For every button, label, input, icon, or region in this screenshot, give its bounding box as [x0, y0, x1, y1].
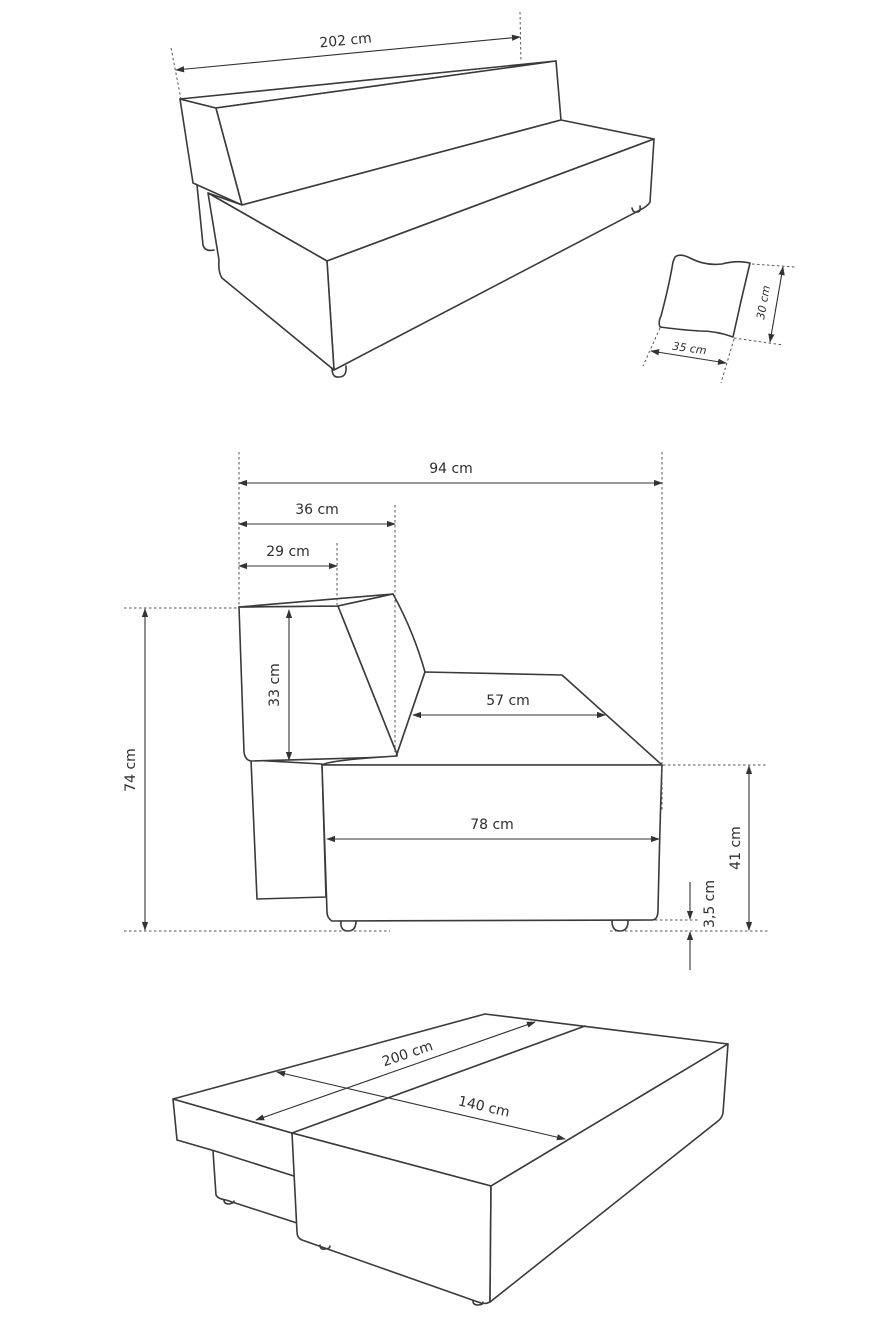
- dim-74-label: 74 cm: [123, 748, 139, 792]
- dim-3-5-label: 3,5 cm: [702, 880, 718, 928]
- profile-seat-base: [321, 764, 663, 922]
- bed-leg-2: [319, 1244, 331, 1250]
- bed-front-face: [291, 1132, 492, 1305]
- sofa-leg-right: [631, 205, 641, 213]
- dim-30-label: 30 cm: [754, 284, 773, 320]
- pillow-view: 30 cm 35 cm: [642, 254, 796, 384]
- profile-leg-front: [340, 920, 357, 932]
- dim-36-label: 36 cm: [295, 502, 339, 518]
- dim-35-arrow: [650, 349, 727, 365]
- dim-33-label: 33 cm: [267, 663, 283, 707]
- bed-leg-1: [223, 1199, 235, 1205]
- dim-30-ext-top: [751, 263, 796, 268]
- dim-78-label: 78 cm: [470, 817, 514, 833]
- dim-57-label: 57 cm: [486, 693, 530, 709]
- dim-30-arrow: [768, 266, 785, 343]
- sofa-seat-side: [207, 192, 335, 371]
- sofa-perspective-view: 202 cm: [170, 11, 655, 378]
- side-profile-view: 94 cm 36 cm 29 cm 33 cm 74 cm 57 cm 78 c…: [123, 452, 768, 970]
- dim-35-ext-left: [642, 327, 661, 367]
- bed-rear-base: [212, 1150, 301, 1225]
- bed-perspective-view: 200 cm 140 cm: [172, 1013, 729, 1306]
- bed-leg-3: [472, 1300, 484, 1306]
- dim-202-label: 202 cm: [319, 31, 373, 52]
- dim-30-ext-bottom: [733, 337, 784, 346]
- dim-41-label: 41 cm: [728, 826, 744, 870]
- dim-202-arrow: [175, 34, 521, 73]
- dim-202-ext-right: [519, 11, 522, 63]
- dim-35-ext-right: [720, 338, 735, 384]
- dim-35-label: 35 cm: [672, 340, 708, 358]
- dim-140-arrow: [276, 1070, 566, 1141]
- dim-94-label: 94 cm: [429, 461, 473, 477]
- sofa-leg-front: [331, 365, 347, 378]
- profile-rear-base: [250, 759, 327, 900]
- dim-202-ext-left: [170, 47, 182, 100]
- profile-seat-cushion: [321, 671, 663, 766]
- pillow-shape: [658, 254, 751, 338]
- bed-right-face: [489, 1043, 729, 1303]
- profile-leg-rear: [611, 920, 629, 932]
- dim-29-label: 29 cm: [266, 544, 310, 560]
- sofa-back-base: [196, 184, 215, 252]
